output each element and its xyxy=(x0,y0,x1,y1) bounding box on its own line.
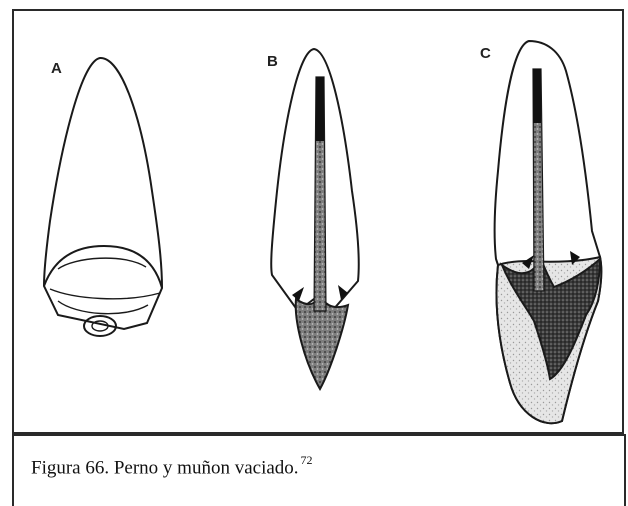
caption-text: Figura 66. Perno y muñon vaciado. xyxy=(31,457,299,478)
caption-box: Figura 66. Perno y muñon vaciado.72 xyxy=(12,434,626,506)
caption-reference: 72 xyxy=(301,453,313,467)
tooth-c xyxy=(495,41,602,423)
panel-label-c: C xyxy=(480,45,491,62)
figure-frame: A B C xyxy=(12,9,624,434)
tooth-a-root-outline xyxy=(44,58,162,329)
tooth-b xyxy=(271,49,359,389)
tooth-c-post-apex xyxy=(533,69,541,123)
tooth-b-post-apex xyxy=(316,77,324,141)
panel-label-b: B xyxy=(267,53,278,70)
panel-label-a: A xyxy=(51,60,62,77)
figure-caption: Figura 66. Perno y muñon vaciado.72 xyxy=(31,455,313,479)
tooth-a xyxy=(44,58,162,336)
tooth-diagram xyxy=(14,11,622,432)
